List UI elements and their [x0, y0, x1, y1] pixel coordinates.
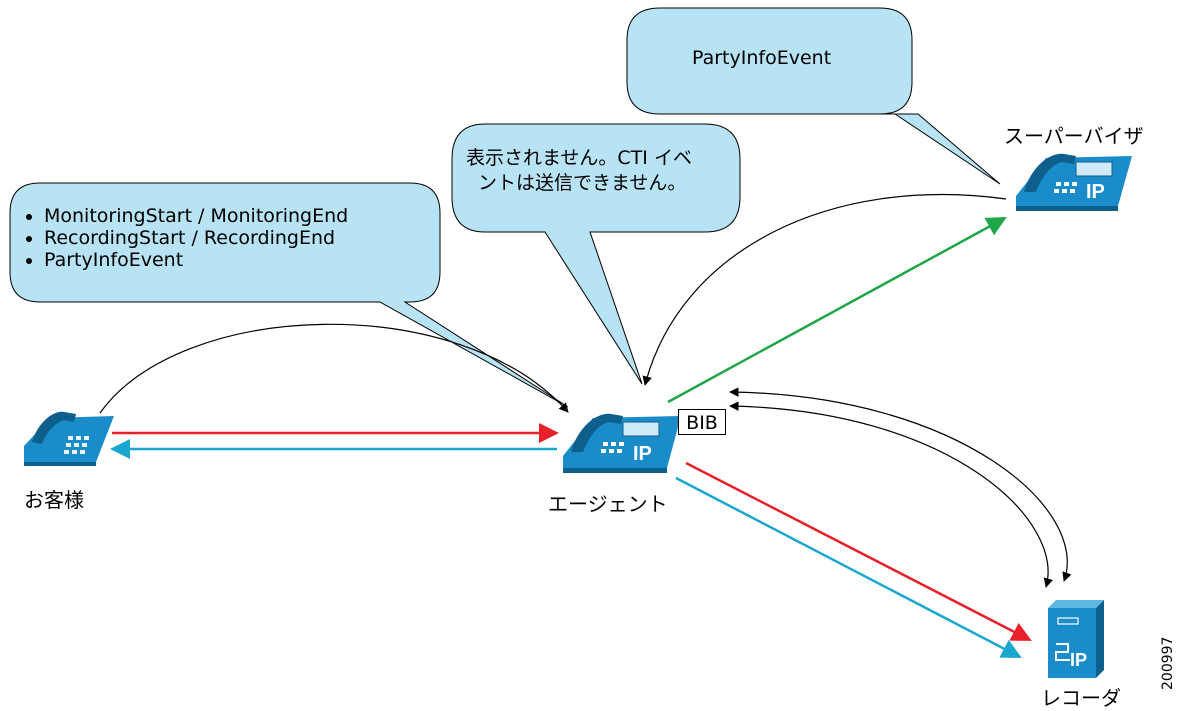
phone-icon — [24, 411, 114, 466]
label-agent: エージェント — [548, 492, 668, 516]
curve-bib-recorder-2 — [729, 401, 1053, 588]
list-item: MonitoringStart / MonitoringEnd — [44, 205, 348, 227]
label-supervisor: スーパーバイザ — [1004, 124, 1144, 148]
bubble-middle-line1: 表示されません。CTI イベ — [466, 147, 692, 169]
curve-customer-to-agent — [99, 323, 569, 414]
svg-text:IP: IP — [1086, 181, 1105, 203]
arrow-agent-to-supervisor — [667, 216, 1007, 404]
arrow-agent-to-recorder-red — [685, 461, 1032, 642]
recorder-server-icon: IP — [1048, 600, 1104, 678]
ip-phone-icon: IP — [563, 413, 681, 473]
bubble-middle-line2: ントは送信できません。 — [478, 171, 687, 194]
curve-supervisor-to-agent — [642, 193, 1007, 386]
bubble-middle-shape — [451, 123, 741, 385]
label-customer: お客様 — [24, 488, 84, 512]
bubble-top-text: PartyInfoEvent — [692, 47, 832, 69]
svg-text:IP: IP — [1070, 650, 1087, 670]
curve-bib-recorder-1 — [729, 387, 1072, 582]
arrow-agent-to-recorder-cyan — [675, 476, 1022, 659]
bubble-top-shape — [626, 7, 1001, 185]
figure-number: 200997 — [1160, 636, 1176, 690]
label-recorder: レコーダ — [1041, 686, 1121, 710]
bubble-middle-text: 表示されません。CTI イベ ントは送信できません。 — [466, 146, 692, 195]
list-item: PartyInfoEvent — [44, 249, 348, 271]
list-item: RecordingStart / RecordingEnd — [44, 227, 348, 249]
bubble-left-list: MonitoringStart / MonitoringEnd Recordin… — [22, 205, 348, 271]
bib-label: BIB — [678, 409, 726, 435]
svg-text:IP: IP — [633, 443, 652, 465]
ip-phone-icon: IP — [1016, 153, 1132, 211]
